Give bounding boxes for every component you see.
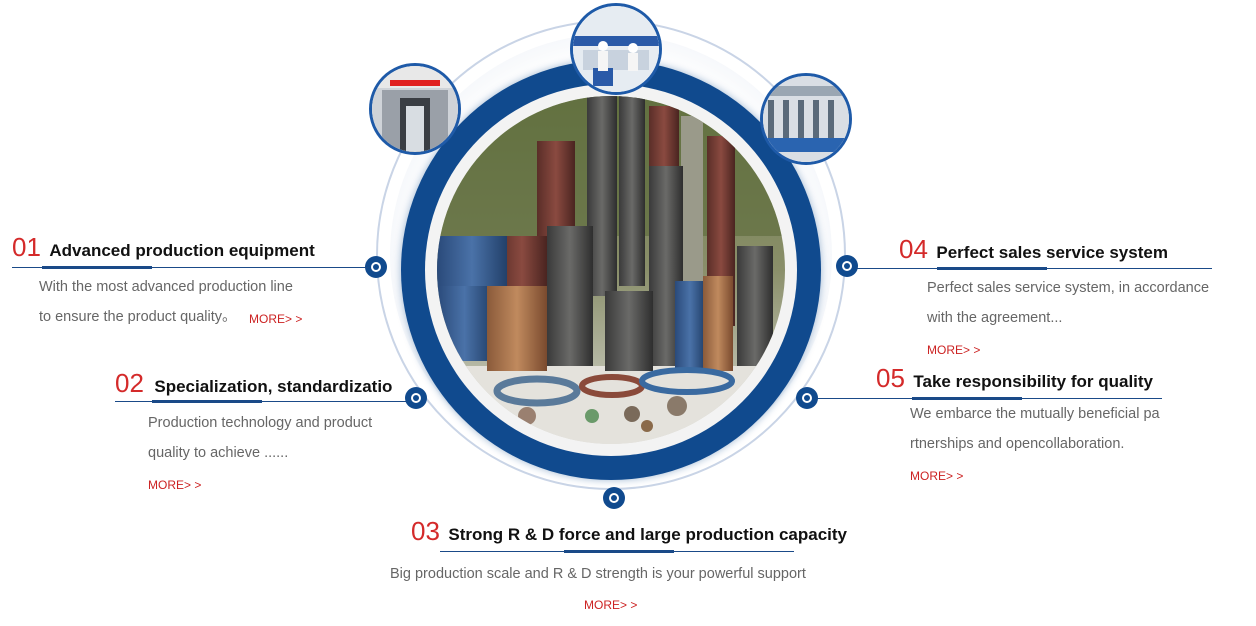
feature-desc-line: Big production scale and R & D strength … [390, 566, 806, 582]
feature-number: 05 [876, 363, 905, 393]
feature-title: Strong R & D force and large production … [448, 525, 847, 544]
node-03 [603, 487, 625, 509]
feature-03: 03 Strong R & D force and large producti… [411, 518, 847, 545]
feature-title: Take responsibility for quality [913, 372, 1154, 391]
feature-desc-line: Perfect sales service system, in accorda… [927, 280, 1210, 296]
feature-desc-line: to ensure the product quality。 [39, 309, 237, 325]
title-underline [937, 267, 1047, 270]
feature-title: Specialization, standardizatio [154, 377, 393, 396]
feature-desc-line: Production technology and product [148, 415, 373, 431]
title-underline [564, 550, 674, 553]
feature-desc-line: quality to achieve ...... [148, 445, 289, 461]
node-01 [365, 256, 387, 278]
title-underline [912, 397, 1022, 400]
more-link[interactable]: MORE> > [910, 469, 964, 483]
feature-desc-line: rtnerships and opencollaboration. [910, 436, 1125, 452]
feature-02: 02 Specialization, standardizatio [115, 370, 392, 397]
more-link[interactable]: MORE> > [584, 598, 638, 612]
divider-line [12, 267, 368, 268]
feature-04: 04 Perfect sales service system [899, 236, 1168, 263]
abrasive-belts-image [437, 96, 785, 444]
more-link[interactable]: MORE> > [927, 343, 981, 357]
feature-number: 04 [899, 234, 928, 264]
feature-number: 03 [411, 516, 440, 546]
production-line-photo [760, 73, 852, 165]
title-underline [42, 266, 152, 269]
more-link[interactable]: MORE> > [249, 312, 303, 326]
laboratory-photo [570, 3, 662, 95]
feature-number: 01 [12, 232, 41, 262]
feature-title: Advanced production equipment [49, 241, 315, 260]
feature-desc-line: with the agreement... [927, 310, 1063, 326]
title-underline [152, 400, 262, 403]
feature-desc-line: We embarce the mutually beneficial pa [910, 406, 1160, 422]
node-02 [405, 387, 427, 409]
more-link[interactable]: MORE> > [148, 478, 202, 492]
product-photo-main [437, 96, 785, 444]
node-05 [796, 387, 818, 409]
feature-05: 05 Take responsibility for quality [876, 365, 1153, 392]
feature-title: Perfect sales service system [936, 243, 1168, 262]
factory-corridor-photo [369, 63, 461, 155]
feature-desc-line: With the most advanced production line [39, 279, 293, 295]
feature-number: 02 [115, 368, 144, 398]
feature-01: 01 Advanced production equipment [12, 234, 315, 261]
node-04 [836, 255, 858, 277]
